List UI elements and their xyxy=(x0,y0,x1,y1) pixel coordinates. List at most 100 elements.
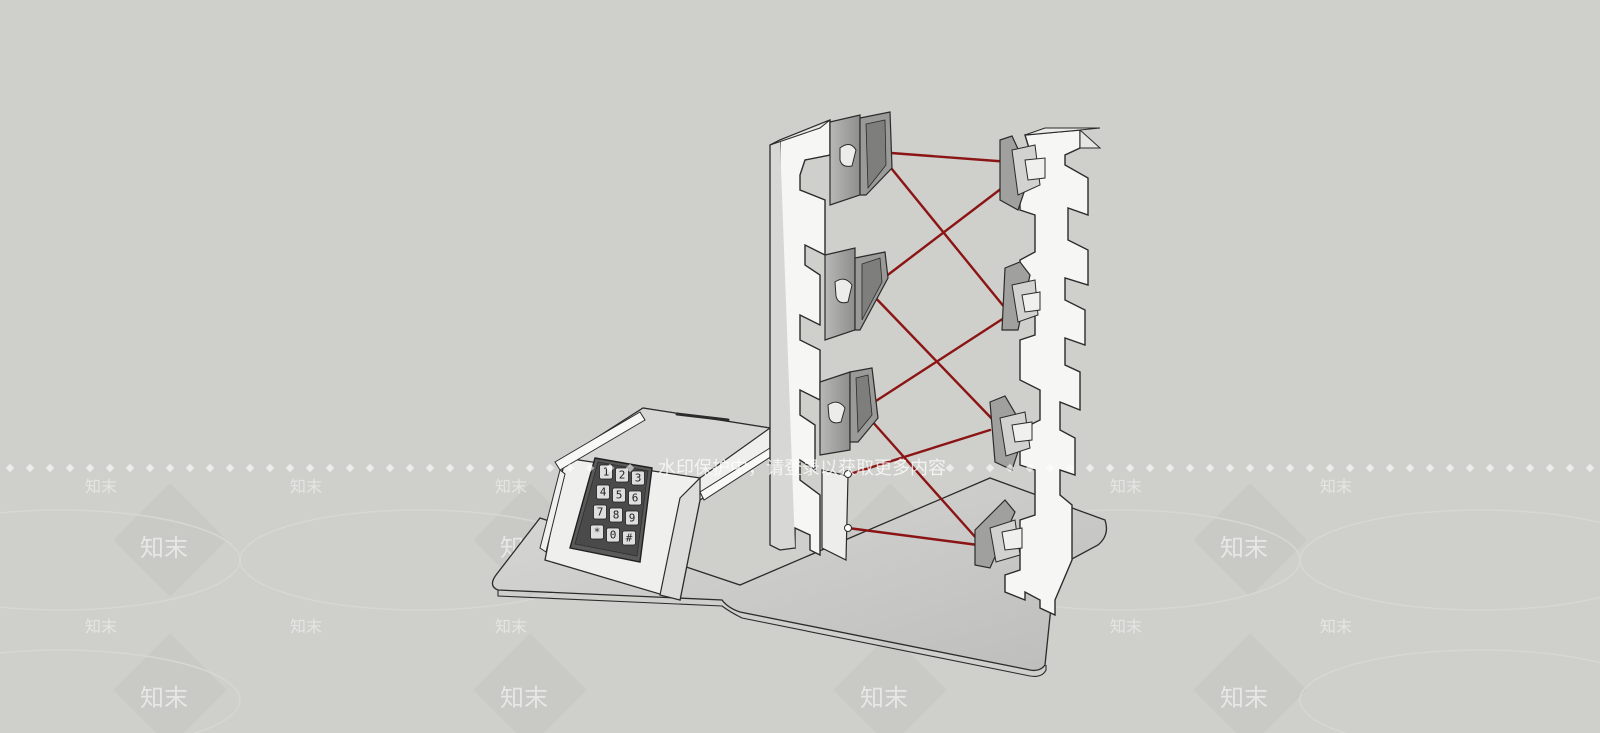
laser-beam xyxy=(848,428,992,476)
keypad-key-label: # xyxy=(626,532,633,545)
watermark-dot xyxy=(385,463,395,473)
watermark-dot xyxy=(1005,463,1015,473)
keypad-key-cap xyxy=(631,470,645,486)
keypad-key: 9 xyxy=(625,510,639,526)
watermark-tile: 知末 xyxy=(85,477,117,496)
laser-beam xyxy=(846,526,980,547)
watermark-tile: 知末 xyxy=(500,684,548,712)
keypad-key-label: 4 xyxy=(600,486,607,499)
watermark-dot xyxy=(1385,463,1395,473)
keypad-key: 0 xyxy=(606,527,620,543)
laser-beam xyxy=(876,150,1012,164)
watermark-dot xyxy=(105,463,115,473)
keypad-key-cap xyxy=(606,527,620,543)
watermark-dot xyxy=(625,463,635,473)
watermark-dot xyxy=(1025,463,1035,473)
laser-beam xyxy=(860,316,1006,412)
keypad-key: * xyxy=(590,524,604,540)
watermark-dot xyxy=(1565,463,1575,473)
watermark-tile: 知末 xyxy=(140,534,188,562)
right-mount xyxy=(1001,261,1041,331)
watermark-dot xyxy=(245,463,255,473)
left-mount xyxy=(829,111,893,206)
keypad-key-cap xyxy=(628,490,642,506)
watermark-dot xyxy=(605,463,615,473)
watermark-tile: 知末 xyxy=(495,617,527,636)
laser-beam xyxy=(866,186,1004,292)
watermark-dot xyxy=(1305,463,1315,473)
watermark-tile-labels-small: 知末 知末 知末 知末 知末 知末 知末 知末 知末 知末 知末 xyxy=(85,477,1352,636)
keypad-key: 5 xyxy=(612,487,626,503)
watermark-dot xyxy=(525,463,535,473)
watermark-dot xyxy=(1145,463,1155,473)
watermark-dot xyxy=(65,463,75,473)
keypad-key-label: 9 xyxy=(629,512,636,525)
keypad-key-label: 8 xyxy=(613,509,620,522)
watermark-banner: 水印保护中，请登录以获取更多内容 xyxy=(5,458,1595,479)
watermark-dot xyxy=(1545,463,1555,473)
watermark-tile: 知末 xyxy=(1220,684,1268,712)
left-mount xyxy=(819,367,879,456)
keypad-key-label: 7 xyxy=(597,506,604,519)
watermark-dot xyxy=(165,463,175,473)
left-mount xyxy=(821,469,852,561)
watermark-dot xyxy=(1085,463,1095,473)
watermark-dot xyxy=(1525,463,1535,473)
right-mount xyxy=(999,135,1046,211)
keypad-key-cap xyxy=(593,504,607,520)
keypad-key-label: 3 xyxy=(635,472,642,485)
watermark-dot xyxy=(1585,463,1595,473)
laser-beam xyxy=(876,150,1007,310)
watermark-tile: 知末 xyxy=(860,684,908,712)
right-mount xyxy=(989,395,1033,471)
watermark-dot xyxy=(425,463,435,473)
watermark-dot xyxy=(1225,463,1235,473)
keypad-key-label: * xyxy=(594,526,601,539)
watermark-dot xyxy=(1125,463,1135,473)
watermark-tile: 知末 xyxy=(1220,534,1268,562)
watermark-dot xyxy=(565,463,575,473)
watermark-dot xyxy=(285,463,295,473)
watermark-dot xyxy=(1285,463,1295,473)
watermark-dot xyxy=(1425,463,1435,473)
watermark-dot xyxy=(1505,463,1515,473)
watermark-dot xyxy=(1265,463,1275,473)
keypad-key-cap xyxy=(622,530,636,546)
watermark-tile: 知末 xyxy=(1320,477,1352,496)
watermark-dot xyxy=(1165,463,1175,473)
watermark-dot xyxy=(1345,463,1355,473)
keypad-key: 2 xyxy=(615,467,629,483)
keypad-key-cap xyxy=(609,507,623,523)
laser-beams xyxy=(846,150,1012,550)
watermark-dot xyxy=(1365,463,1375,473)
watermark-dot xyxy=(1045,463,1055,473)
watermark-dot xyxy=(45,463,55,473)
laser-beam xyxy=(860,408,987,550)
watermark-tile: 知末 xyxy=(140,684,188,712)
keypad-key-cap xyxy=(612,487,626,503)
watermark-dot xyxy=(465,463,475,473)
watermark-dot xyxy=(85,463,95,473)
watermark-tile: 知末 xyxy=(495,477,527,496)
watermark-dot xyxy=(265,463,275,473)
watermark-dot xyxy=(185,463,195,473)
watermark-tile: 知末 xyxy=(85,617,117,636)
keypad-key: # xyxy=(622,530,636,546)
keypad-key: 8 xyxy=(609,507,623,523)
keypad-key-label: 2 xyxy=(619,469,626,482)
watermark-dot xyxy=(25,463,35,473)
keypad-key: 4 xyxy=(596,484,610,500)
keypad-key: 3 xyxy=(631,470,645,486)
watermark-dot xyxy=(1185,463,1195,473)
keypad-key-cap xyxy=(590,524,604,540)
watermark-banner-text: 水印保护中，请登录以获取更多内容 xyxy=(658,458,946,479)
watermark-dot xyxy=(1485,463,1495,473)
watermark-dot xyxy=(585,463,595,473)
right-mount xyxy=(974,499,1023,569)
watermark-dot xyxy=(1325,463,1335,473)
laser-beam xyxy=(866,288,997,424)
watermark-dot xyxy=(1405,463,1415,473)
watermark-dot xyxy=(1105,463,1115,473)
